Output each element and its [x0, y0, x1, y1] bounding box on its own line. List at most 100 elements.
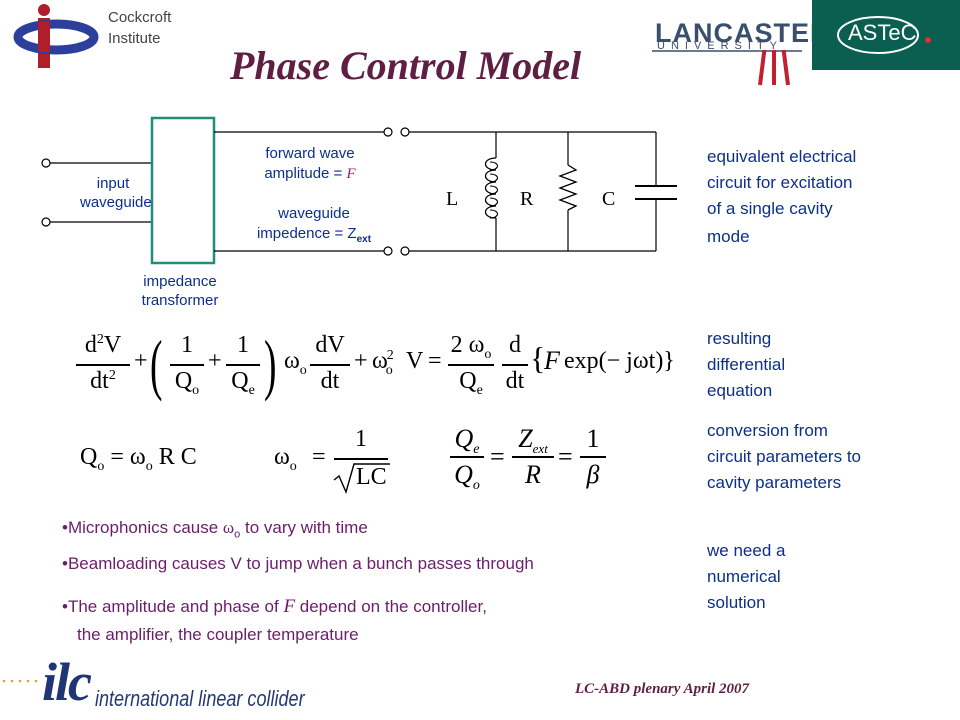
eq-beta-one: 1	[586, 424, 600, 453]
eq-ext-sub: ext	[532, 441, 548, 457]
eq-frac-line-7	[334, 458, 388, 460]
eq-omega-definition: ωo = 1 LC	[274, 420, 414, 500]
eq-plus-1: +	[134, 348, 148, 374]
eq-one-a: 1	[181, 332, 193, 358]
eq-omega-o: ωo	[284, 348, 307, 379]
note2-line1: resulting	[707, 329, 772, 348]
note1-line1: equivalent electrical	[707, 147, 857, 166]
note-differential-equation: resulting differential equation	[707, 326, 785, 404]
eq-one-b: 1	[237, 332, 249, 358]
eq-o-sub-d: o	[484, 346, 492, 362]
bullet3-text-b: depend on the controller,	[295, 597, 487, 616]
inductor-coil	[484, 157, 497, 219]
eq-frac-line-4	[310, 364, 350, 366]
impedence-label-line2: impedence = Zext	[246, 224, 382, 250]
eq-o-sub-a: o	[192, 382, 200, 398]
note4-line1: we need a	[707, 541, 786, 560]
eq-o-sub-c: o	[385, 362, 393, 378]
eq-sup2b: 2	[108, 368, 116, 383]
note3-line1: conversion from	[707, 421, 828, 440]
eq-frac-line-1	[76, 364, 130, 366]
eq-o-sub-b: o	[299, 362, 307, 378]
eq-frac-line-10	[580, 456, 606, 458]
eq-qo-omega-sub: o	[145, 458, 153, 474]
eq-qe-a: Qe	[226, 368, 260, 399]
astec-swoosh-icon	[837, 16, 931, 54]
eq-left-paren: (	[150, 326, 163, 402]
bullet-beamloading: •Beamloading causes V to jump when a bun…	[62, 554, 534, 573]
cockcroft-line1: Cockcroft	[108, 9, 172, 26]
lancaster-crest-icon	[652, 50, 802, 86]
eq-zext: Zext	[512, 424, 554, 457]
bullet1-text-b: to vary with time	[240, 518, 368, 537]
eq-dt-b: dt	[505, 368, 525, 394]
circuit-diagram	[41, 116, 677, 265]
note-conversion: conversion from circuit parameters to ca…	[707, 418, 861, 496]
forward-wave-label: forward wave amplitude = F	[248, 144, 372, 184]
eq-beta-definition: Qe Qo = Zext R = 1 β	[450, 420, 620, 500]
ilc-logo: ilc	[42, 652, 92, 712]
eq-frac-line-3	[226, 364, 260, 366]
eq-qo-sub: o	[97, 458, 105, 474]
waveguide-impedence-label: waveguide impedence = Zext	[246, 204, 382, 250]
note3-line2: circuit parameters to	[707, 447, 861, 466]
eq-sup2: 2	[96, 332, 104, 347]
note1-line4: mode	[707, 227, 750, 246]
footer-date: LC-ABD plenary April 2007	[575, 681, 750, 697]
astec-text: ASTeC	[848, 20, 917, 45]
eq-dv: dV	[315, 332, 345, 358]
note3-line3: cavity parameters	[707, 473, 842, 492]
eq-qo-a: Qo	[170, 368, 204, 399]
note-numerical-solution: we need a numerical solution	[707, 538, 785, 616]
note2-line3: equation	[707, 381, 773, 400]
eq-beta-q-bottom: Q	[454, 460, 473, 489]
eq-omega-one: 1	[355, 426, 367, 452]
note1-line3: of a single cavity	[707, 199, 833, 218]
eq-beta: β	[586, 460, 600, 489]
eq-dt: dt	[90, 368, 109, 394]
impedence-label-line1: waveguide	[278, 205, 350, 222]
bullet1-omega: ω	[222, 518, 235, 537]
differential-equation: d2V dt2 + ( 1 Qo + 1 Qe ) ωo dV dt + ω2o…	[70, 326, 700, 408]
ilc-wordmark: international linear collider	[95, 686, 305, 711]
eq-omega-lhs-symbol: ω	[274, 444, 290, 470]
eq-equals-4: =	[558, 442, 573, 471]
bullet-amplitude-phase-line2: the amplifier, the coupler temperature	[77, 625, 359, 644]
bullet3-text-a: •The amplitude and phase of	[62, 597, 284, 616]
input-waveguide-label: input waveguide	[80, 174, 152, 212]
page-title: Phase Control Model	[230, 43, 582, 88]
eq-equals-3: =	[490, 442, 505, 471]
eq-d-b: d	[509, 332, 521, 358]
eq-frac-line-5	[448, 364, 494, 366]
capacitor-label: C	[602, 188, 616, 210]
eq-z: Z	[518, 424, 533, 453]
eq-dt-a: dt	[320, 368, 340, 394]
lancaster-university-text: UNIVERSITY	[657, 40, 784, 52]
sqrt-sign-icon	[333, 463, 390, 494]
eq-frac-line-8	[450, 456, 484, 458]
eq-e-sub-a: e	[248, 382, 255, 398]
eq-qo-q: Q	[80, 444, 98, 470]
eq-omega-lhs: ωo	[274, 444, 297, 475]
resistor-zigzag	[558, 164, 578, 211]
bullet1-sub: o	[234, 528, 241, 541]
eq-d2v-numerator: d2V	[76, 332, 130, 359]
note2-line2: differential	[707, 355, 786, 374]
input-label-line2: waveguide	[80, 194, 152, 211]
eq-q-a: Q	[174, 368, 193, 394]
eq-exp: exp(− jωt)}	[564, 348, 675, 374]
eq-v: V	[103, 332, 122, 358]
eq-brace-open: {	[530, 340, 546, 376]
eq-two-omega-text: 2 ω	[450, 332, 485, 358]
eq-plus-3: +	[354, 348, 368, 374]
eq-e-sub-b: e	[476, 382, 483, 398]
eq-qo-omega: = ω	[110, 444, 146, 470]
forward-label-line2: amplitude = F	[248, 164, 372, 184]
bullet-amplitude-phase: •The amplitude and phase of F depend on …	[62, 596, 487, 618]
eq-equals-2: =	[312, 444, 326, 470]
eq-sup2c: 2	[386, 348, 394, 363]
eq-beta-o-sub: o	[472, 478, 480, 494]
note1-line2: circuit for excitation	[707, 173, 853, 192]
eq-q-c: Q	[459, 368, 477, 394]
eq-beta-q-top: Q	[454, 424, 474, 453]
